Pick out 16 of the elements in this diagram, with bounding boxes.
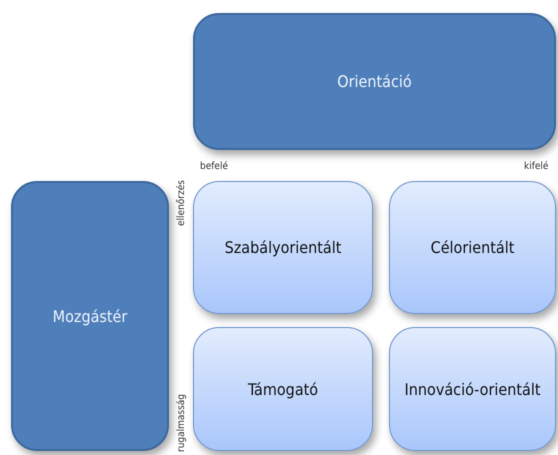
quadrant-box xyxy=(193,181,373,314)
box-label: Mozgástér xyxy=(52,306,128,326)
axis-label: kifelé xyxy=(524,161,548,172)
quadrant-box xyxy=(389,181,556,314)
header-box xyxy=(11,181,169,451)
box-label: Támogató xyxy=(248,380,318,398)
header-box xyxy=(193,13,556,150)
axis-label-vertical: rugalmasság xyxy=(176,394,187,452)
box-label: Innováció-orientált xyxy=(404,380,540,398)
axis-label-vertical: ellenőrzés xyxy=(176,180,187,226)
quadrant-box xyxy=(193,327,373,451)
box-label: Célorientált xyxy=(430,238,514,257)
axis-label: befelé xyxy=(200,161,228,172)
quadrant-box xyxy=(389,327,556,451)
box-label: Szabályorientált xyxy=(224,238,342,257)
box-label: Orientáció xyxy=(337,72,412,91)
